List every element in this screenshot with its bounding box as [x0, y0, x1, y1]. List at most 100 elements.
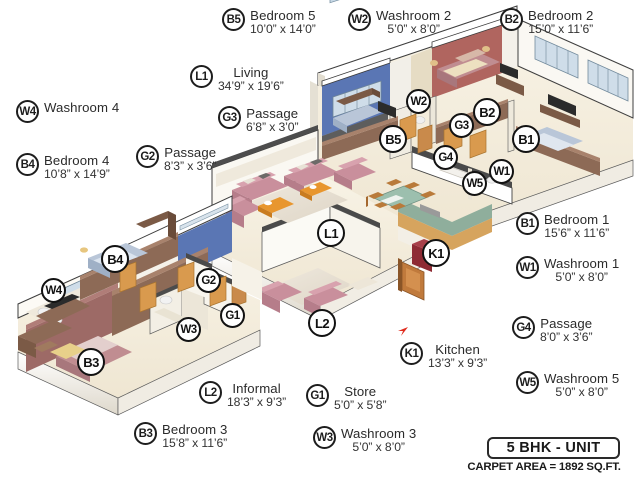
legend-room-dimension: 6’8” x 3’0”: [246, 119, 299, 134]
carpet-area-label: CARPET AREA = 1892 SQ.FT.: [467, 461, 621, 473]
legend-room-dimension: 5’0” x 8’0”: [387, 21, 440, 36]
plan-marker-b2: B2: [473, 98, 501, 126]
legend-room-name: Passage: [246, 106, 299, 121]
legend-room-dimension: 34’9” x 19’6”: [218, 78, 284, 93]
legend-room-name: Bedroom 5: [250, 8, 316, 23]
corridor-connector: [232, 258, 262, 300]
legend-badge-l2: L2: [199, 381, 222, 404]
plan-marker-l2: L2: [308, 309, 336, 337]
plan-marker-g4: G4: [433, 145, 458, 170]
plan-marker-g2: G2: [196, 268, 221, 293]
legend-room-name: Informal: [232, 381, 281, 396]
legend-room-name: Bedroom 4: [44, 153, 110, 168]
legend-room-name: Bedroom 3: [162, 422, 228, 437]
legend-room-name: Washroom 2: [376, 8, 452, 23]
legend-room-dimension: 5’0” x 8’0”: [352, 439, 405, 454]
plan-marker-l1: L1: [317, 219, 345, 247]
legend-room-name: Bedroom 1: [544, 212, 610, 227]
plan-marker-w2: W2: [406, 89, 431, 114]
legend-badge-b5: B5: [222, 8, 245, 31]
legend-room-name: Kitchen: [435, 342, 480, 357]
legend-badge-b4: B4: [16, 153, 39, 176]
legend-room-name: Washroom 4: [44, 100, 120, 115]
legend-room-name: Washroom 3: [341, 426, 417, 441]
plan-marker-g3: G3: [449, 113, 474, 138]
legend-badge-l1: L1: [190, 65, 213, 88]
plan-marker-k1: K1: [422, 239, 450, 267]
unit-type-badge: 5 BHK - UNIT: [487, 437, 620, 459]
legend-room-dimension: 15’6” x 11’6”: [544, 225, 610, 240]
living-area-walls: [211, 125, 492, 301]
plan-marker-b4: B4: [101, 245, 129, 273]
legend-badge-w2: W2: [348, 8, 371, 31]
legend-badge-g3: G3: [218, 106, 241, 129]
legend-room-dimension: 10’0” x 14’0”: [250, 21, 316, 36]
legend-room-dimension: 15’8” x 11’6”: [162, 435, 228, 450]
legend-badge-w5: W5: [516, 371, 539, 394]
legend-room-dimension: 5’0” x 5’8”: [334, 397, 387, 412]
legend-room-name: Passage: [164, 145, 217, 160]
entrance-arrow-icon: [398, 327, 408, 336]
plan-marker-w3: W3: [176, 317, 201, 342]
legend-room-dimension: 5’0” x 8’0”: [555, 384, 608, 399]
legend-badge-k1: K1: [400, 342, 423, 365]
legend-room-dimension: 13’3” x 9’3”: [428, 355, 488, 370]
legend-badge-w3: W3: [313, 426, 336, 449]
plan-marker-w1: W1: [489, 159, 514, 184]
legend-room-dimension: 15’0” x 11’6”: [528, 21, 594, 36]
legend-room-dimension: 8’0” x 3’6”: [540, 329, 593, 344]
legend-badge-w1: W1: [516, 256, 539, 279]
legend-text: Washroom 4: [44, 100, 119, 115]
informal-lounge: [258, 268, 378, 317]
legend-room-dimension: 5’0” x 8’0”: [555, 269, 608, 284]
legend-badge-g4: G4: [512, 316, 535, 339]
legend-room-name: Washroom 1: [544, 256, 620, 271]
legend-room-name: Washroom 5: [544, 371, 620, 386]
legend-room-dimension: 18’3” x 9’3”: [227, 394, 287, 409]
plan-marker-w5: W5: [462, 171, 487, 196]
legend-room-name: Store: [344, 384, 377, 399]
legend-badge-g1: G1: [306, 384, 329, 407]
plan-marker-b1: B1: [512, 125, 540, 153]
legend-badge-b3: B3: [134, 422, 157, 445]
legend-badge-b1: B1: [516, 212, 539, 235]
legend-room-name: Bedroom 2: [528, 8, 594, 23]
legend-room-dimension: 10’8” x 14’9”: [44, 166, 110, 181]
plan-marker-w4: W4: [41, 278, 66, 303]
plan-marker-g1: G1: [220, 303, 245, 328]
legend-badge-g2: G2: [136, 145, 159, 168]
